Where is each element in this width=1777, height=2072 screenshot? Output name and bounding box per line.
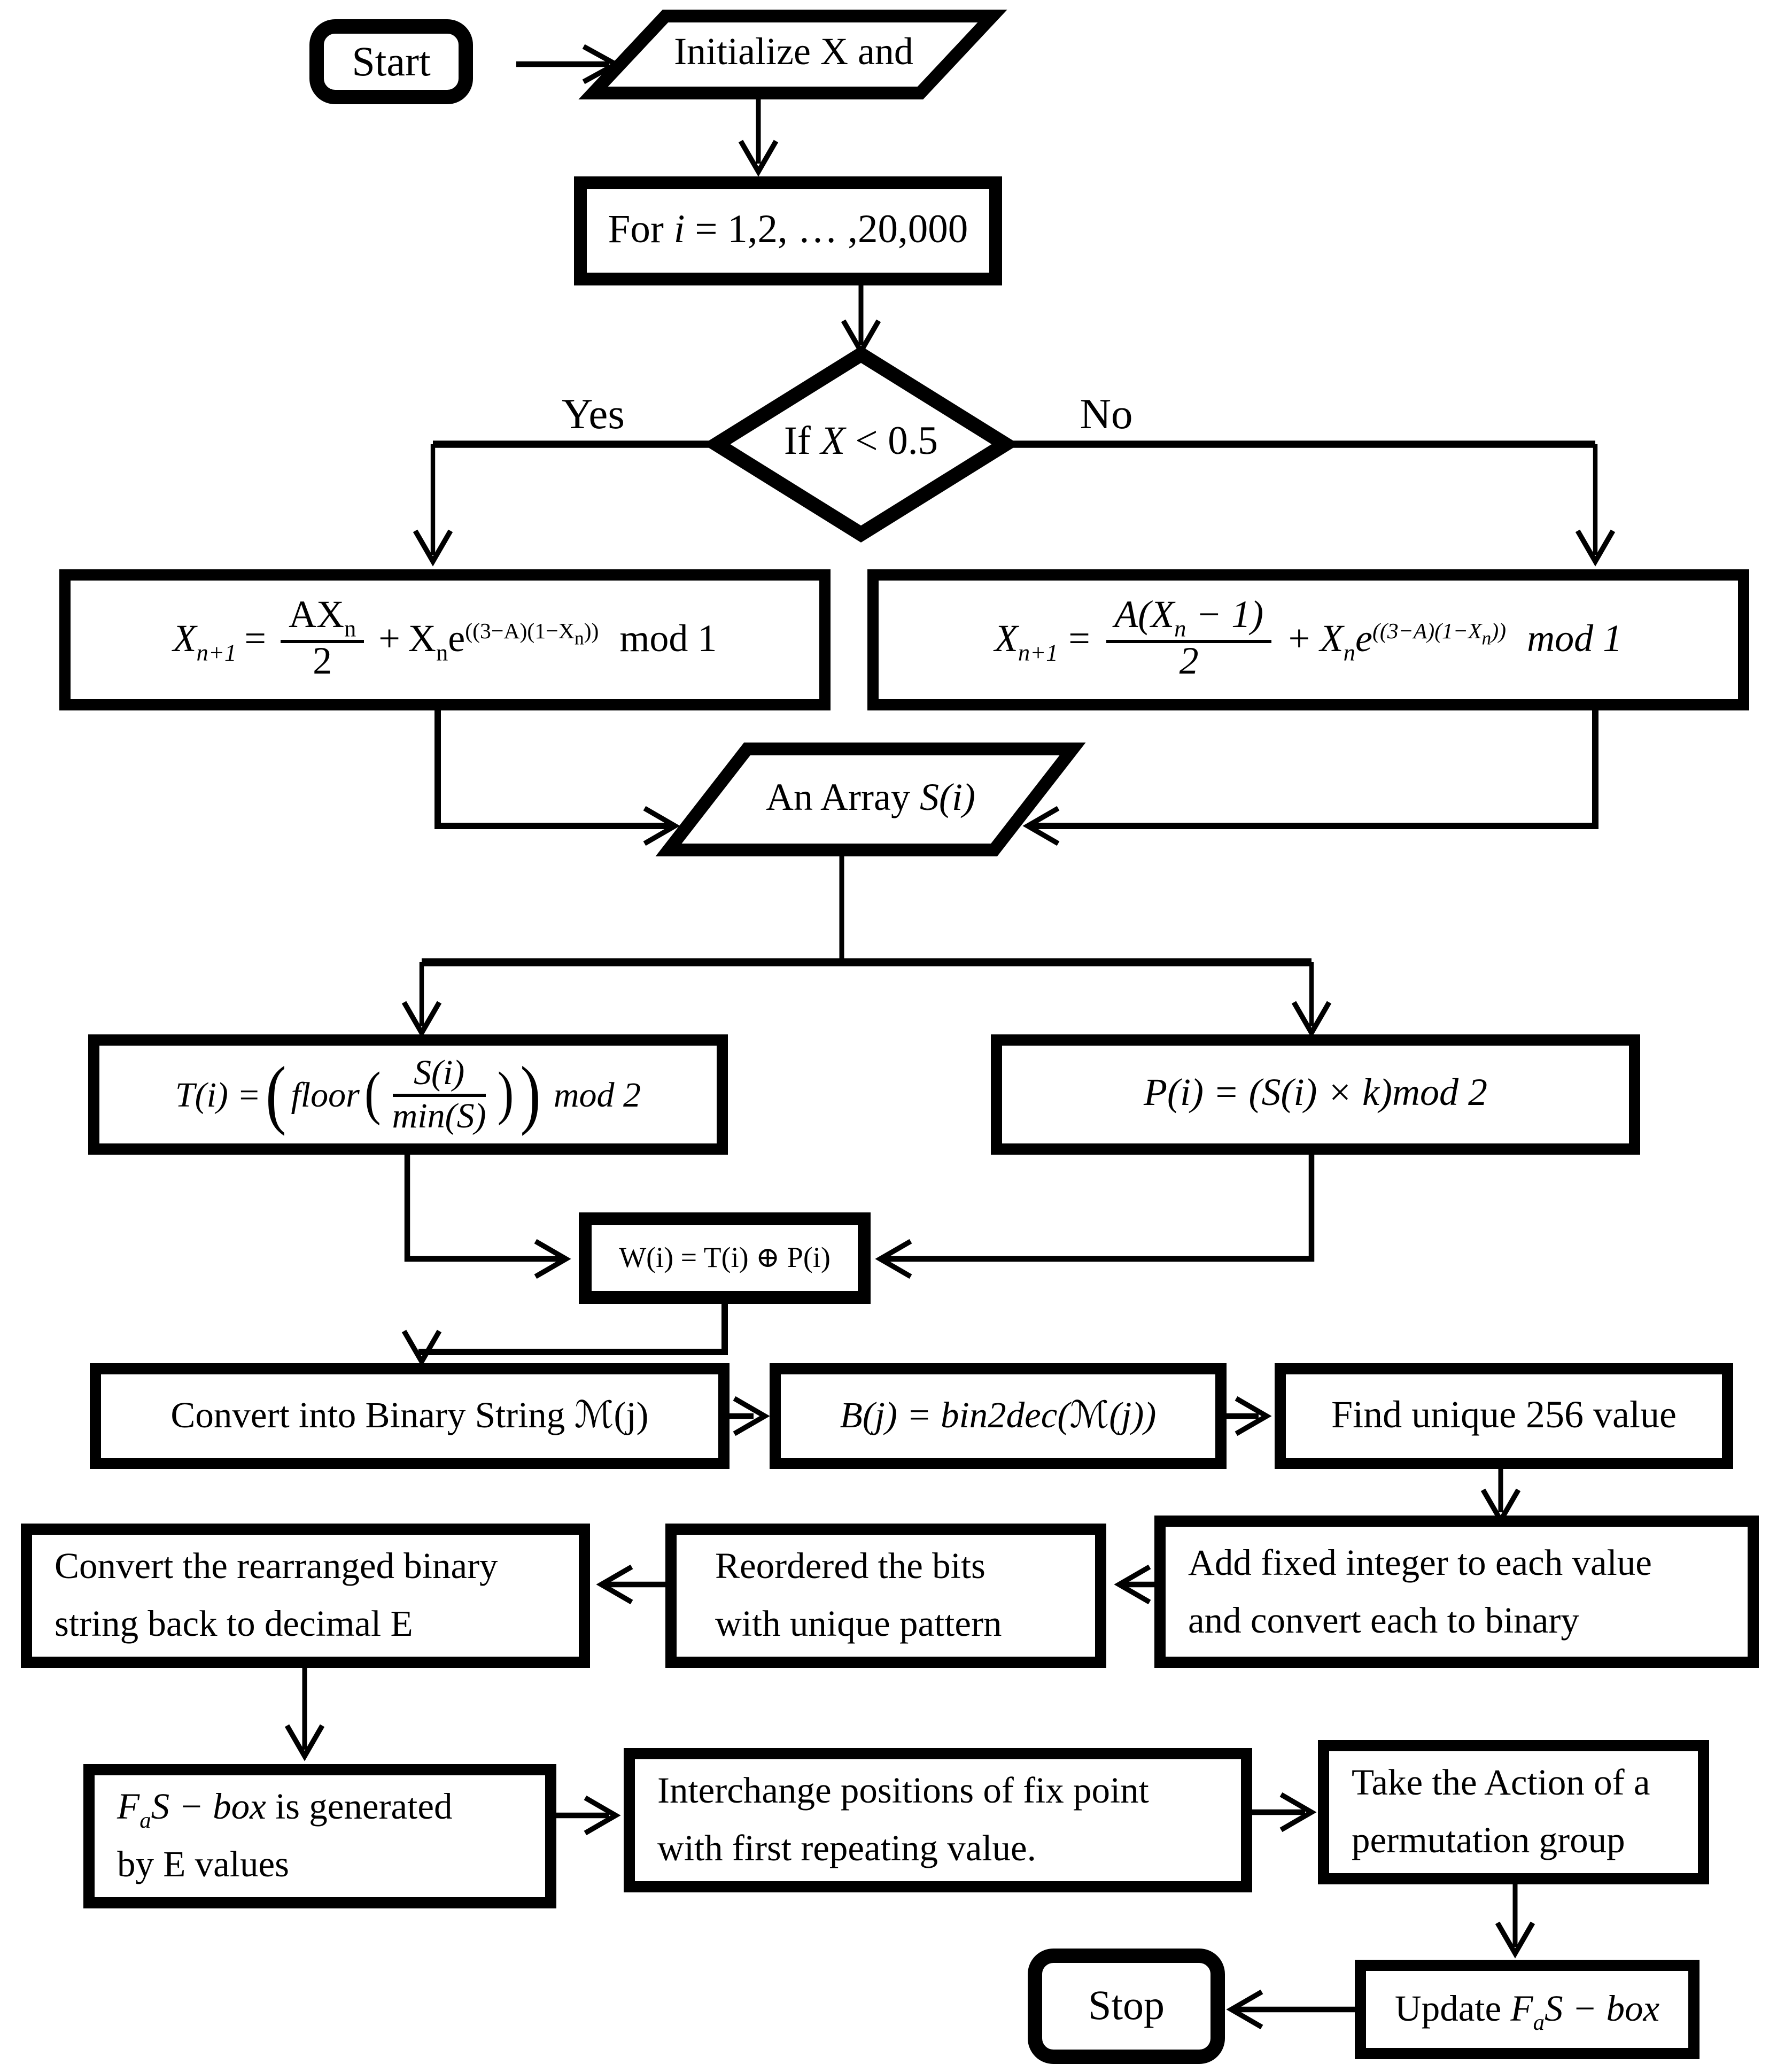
connector-p-w <box>875 1154 1315 1279</box>
connector-initialize-for <box>738 93 779 177</box>
connector-decision-no <box>1005 440 1616 567</box>
node-w-formula: W(i) = T(i) ⊕ P(i) <box>579 1212 871 1304</box>
node-add-fixed: Add fixed integer to each value and conv… <box>1154 1516 1759 1668</box>
p-text: P(i) = (S(i) × k)mod 2 <box>1143 1073 1487 1115</box>
start-label: Start <box>352 37 431 84</box>
node-bin2dec: B(j) = bin2dec(ℳ(j)) <box>770 1363 1227 1469</box>
formula-right-plus: + <box>1286 618 1312 660</box>
t-mod: mod 2 <box>553 1073 641 1114</box>
node-stop: Stop <box>1028 1949 1225 2064</box>
node-formula-left: Xn+1 = AXn 2 + Xne((3−A)(1−Xn)) mod 1 <box>59 569 831 710</box>
no-text: No <box>1080 390 1133 438</box>
edge-label-yes: Yes <box>529 390 657 439</box>
connector-formula-right-array <box>1022 710 1598 846</box>
add-fixed-line2: and convert each to binary <box>1188 1599 1579 1640</box>
connector-bin2dec-findunique <box>1226 1396 1272 1436</box>
array-parallelogram <box>655 743 1086 857</box>
node-convert-binary: Convert into Binary String ℳ(j) <box>90 1363 730 1469</box>
node-initialize-label: Initialize X and <box>645 32 943 75</box>
decision-diamond <box>703 346 1019 543</box>
node-formula-right: Xn+1 = A(Xn − 1) 2 + Xne((3−A)(1−Xn)) mo… <box>867 569 1749 710</box>
formula-right-lhs: Xn+1 <box>994 618 1058 666</box>
t-lhs: T(i) = <box>175 1073 261 1114</box>
connector-t-w <box>404 1154 571 1279</box>
connector-interchange-takeaction <box>1252 1792 1317 1833</box>
node-decision-label: If X < 0.5 <box>717 420 1005 465</box>
for-loop-text: For i = 1,2, … ,20,000 <box>608 208 968 252</box>
formula-left-mod: mod 1 <box>619 618 717 660</box>
formula-left-plus: + <box>378 618 400 660</box>
update-text: Update FaS − box <box>1394 1989 1660 2036</box>
connector-w-convert-binary <box>401 1303 728 1367</box>
reordered-line1: Reordered the bits <box>715 1547 986 1587</box>
connector-convertre-fas <box>284 1667 325 1761</box>
node-find-unique: Find unique 256 value <box>1275 1363 1733 1469</box>
decision-text: If X < 0.5 <box>783 420 938 463</box>
take-action-line2: permutation group <box>1352 1820 1625 1860</box>
node-convert-rearranged: Convert the rearranged binary string bac… <box>21 1524 590 1668</box>
connector-findunique-addfixed <box>1480 1468 1521 1526</box>
convert-binary-text: Convert into Binary String ℳ(j) <box>170 1395 649 1435</box>
node-fas-generated: FaS − box is generated by E values <box>83 1764 556 1908</box>
t-close-outer: ) <box>520 1052 541 1137</box>
formula-left-eq: = <box>244 618 266 660</box>
connector-array-split <box>401 850 1332 1038</box>
connector-reordered-convertre <box>596 1564 665 1605</box>
node-reordered: Reordered the bits with unique pattern <box>665 1524 1106 1668</box>
interchange-line1: Interchange positions of fix point <box>657 1771 1149 1812</box>
take-action-line1: Take the Action of a <box>1352 1763 1650 1804</box>
bin2dec-text: B(j) = bin2dec(ℳ(j)) <box>840 1395 1157 1435</box>
t-close-inner: ) <box>497 1061 514 1126</box>
node-for-loop: For i = 1,2, … ,20,000 <box>574 176 1002 285</box>
t-floor: floor <box>291 1073 360 1114</box>
formula-right-fraction: A(Xn − 1) 2 <box>1106 594 1272 684</box>
node-take-action: Take the Action of a permutation group <box>1318 1740 1709 1884</box>
convert-rearranged-line2: string back to decimal E <box>55 1604 413 1644</box>
connector-decision-yes <box>413 440 717 567</box>
yes-text: Yes <box>562 390 625 438</box>
node-update-fas: Update FaS − box <box>1355 1960 1700 2059</box>
t-open-outer: ( <box>265 1052 286 1137</box>
node-start: Start <box>309 19 473 104</box>
initialize-parallelogram <box>578 10 1007 100</box>
t-fraction: S(i) min(S) <box>392 1052 486 1135</box>
node-t-formula: T(i) = ( floor ( S(i) min(S) ) ) mod 2 <box>88 1034 728 1155</box>
formula-right-term: Xne((3−A)(1−Xn)) <box>1320 618 1507 666</box>
interchange-line2: with first repeating value. <box>657 1828 1036 1868</box>
edge-label-no: No <box>1042 390 1170 439</box>
formula-right-mod: mod 1 <box>1527 618 1623 660</box>
formula-left-term: Xne((3−A)(1−Xn)) <box>408 618 599 666</box>
formula-right-eq: = <box>1066 618 1092 660</box>
stop-label: Stop <box>1088 1982 1165 2029</box>
fas-line2: by E values <box>117 1844 289 1884</box>
array-text: An Array S(i) <box>766 778 975 819</box>
connector-formula-left-array <box>434 710 680 846</box>
formula-left-fraction: AXn 2 <box>280 594 364 684</box>
fas-line1: FaS − box is generated <box>117 1787 453 1835</box>
connector-fas-interchange <box>556 1795 621 1836</box>
initialize-text: Initialize X and <box>674 32 913 74</box>
connector-convert-bin2dec <box>729 1396 770 1436</box>
find-unique-text: Find unique 256 value <box>1331 1394 1677 1436</box>
connector-addfixed-reordered <box>1114 1564 1154 1605</box>
reordered-line2: with unique pattern <box>715 1604 1002 1644</box>
node-array-label: An Array S(i) <box>686 778 1055 821</box>
node-interchange: Interchange positions of fix point with … <box>624 1748 1252 1892</box>
connector-takeaction-update <box>1495 1884 1535 1959</box>
formula-left-lhs: Xn+1 <box>173 618 237 666</box>
connector-update-stop <box>1226 1989 1355 2030</box>
t-open-inner: ( <box>364 1061 381 1126</box>
node-p-formula: P(i) = (S(i) × k)mod 2 <box>991 1034 1640 1155</box>
w-text: W(i) = T(i) ⊕ P(i) <box>619 1241 831 1273</box>
convert-rearranged-line1: Convert the rearranged binary <box>55 1547 498 1587</box>
connector-for-decision <box>841 285 881 357</box>
add-fixed-line1: Add fixed integer to each value <box>1188 1542 1652 1583</box>
